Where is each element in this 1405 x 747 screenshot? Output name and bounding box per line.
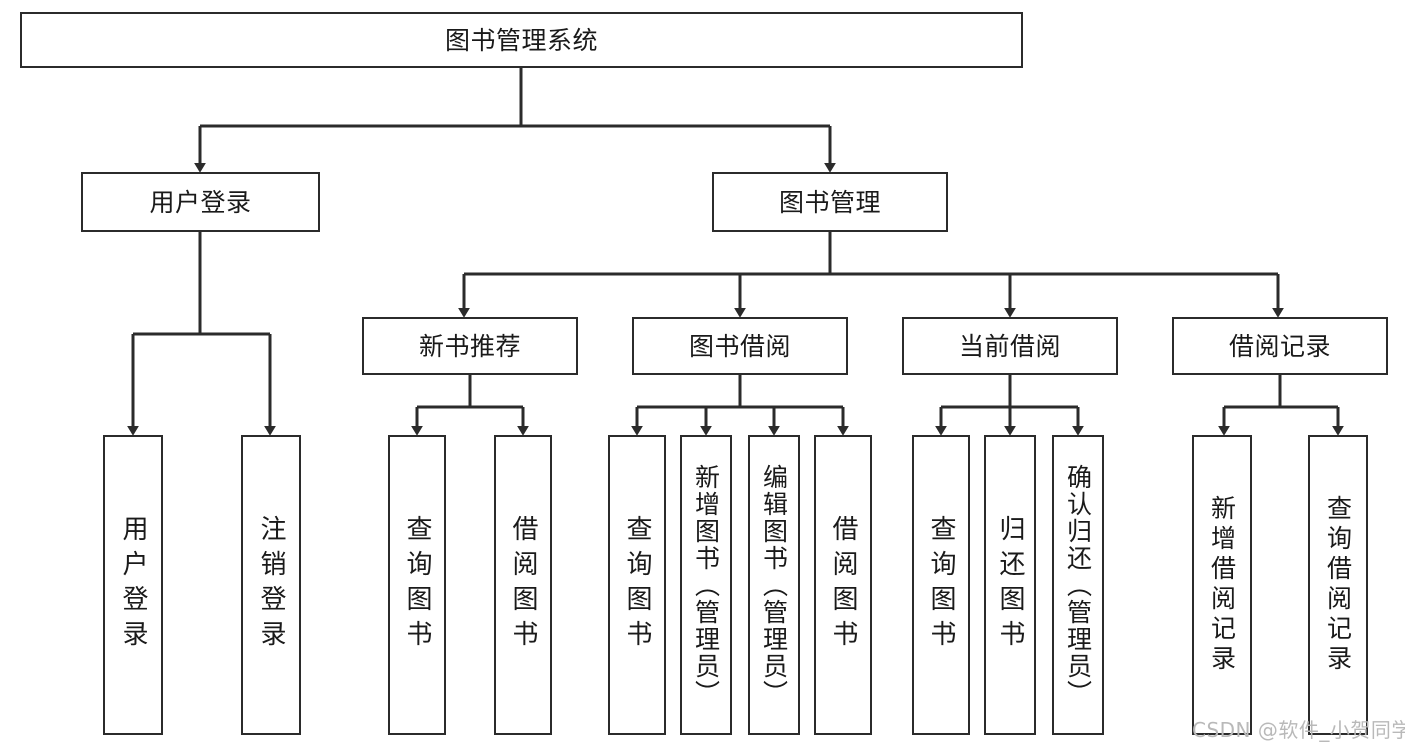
leaf-logout[interactable]: 注销登录 <box>241 435 301 735</box>
node-label: 图书管理 <box>778 187 881 217</box>
node-label: 借阅图书 <box>508 515 538 655</box>
leaf-add-book-admin[interactable]: 新增图书（管理员） <box>680 435 732 735</box>
node-book-management[interactable]: 图书管理 <box>712 172 948 232</box>
leaf-user-login[interactable]: 用户登录 <box>103 435 163 735</box>
node-user-login[interactable]: 用户登录 <box>81 172 320 232</box>
node-label: 查询图书 <box>926 515 956 655</box>
node-label: 用户登录 <box>149 187 252 217</box>
leaf-query-borrow-record[interactable]: 查询借阅记录 <box>1308 435 1368 735</box>
node-label: 图书管理系统 <box>444 25 598 55</box>
node-current-borrowing[interactable]: 当前借阅 <box>902 317 1118 375</box>
node-label: 归还图书 <box>995 515 1025 655</box>
leaf-return-books[interactable]: 归还图书 <box>984 435 1036 735</box>
leaf-query-books-newbooks[interactable]: 查询图书 <box>388 435 446 735</box>
node-label: 借阅图书 <box>828 515 858 655</box>
node-label: 编辑图书（管理员） <box>759 463 789 707</box>
leaf-borrow-books-newbooks[interactable]: 借阅图书 <box>494 435 552 735</box>
node-label: 查询图书 <box>622 515 652 655</box>
leaf-add-borrow-record[interactable]: 新增借阅记录 <box>1192 435 1252 735</box>
node-new-book-recommendation[interactable]: 新书推荐 <box>362 317 578 375</box>
node-label: 确认归还（管理员） <box>1063 463 1093 707</box>
leaf-borrow-books-borrowing[interactable]: 借阅图书 <box>814 435 872 735</box>
leaf-query-books-current[interactable]: 查询图书 <box>912 435 970 735</box>
node-label: 注销登录 <box>256 515 286 655</box>
leaf-query-books-borrowing[interactable]: 查询图书 <box>608 435 666 735</box>
node-label: 当前借阅 <box>958 331 1061 361</box>
node-label: 查询借阅记录 <box>1323 495 1353 675</box>
node-label: 借阅记录 <box>1228 331 1331 361</box>
node-borrowing-records[interactable]: 借阅记录 <box>1172 317 1388 375</box>
node-book-borrowing[interactable]: 图书借阅 <box>632 317 848 375</box>
leaf-edit-book-admin[interactable]: 编辑图书（管理员） <box>748 435 800 735</box>
leaf-confirm-return-admin[interactable]: 确认归还（管理员） <box>1052 435 1104 735</box>
node-label: 查询图书 <box>402 515 432 655</box>
node-root-book-management-system[interactable]: 图书管理系统 <box>20 12 1023 68</box>
node-label: 用户登录 <box>118 515 148 655</box>
node-label: 新增借阅记录 <box>1207 495 1237 675</box>
node-label: 新书推荐 <box>418 331 521 361</box>
node-label: 新增图书（管理员） <box>691 463 721 707</box>
csdn-watermark: CSDN @软件_小贺同学 <box>1192 718 1405 742</box>
node-label: 图书借阅 <box>688 331 791 361</box>
